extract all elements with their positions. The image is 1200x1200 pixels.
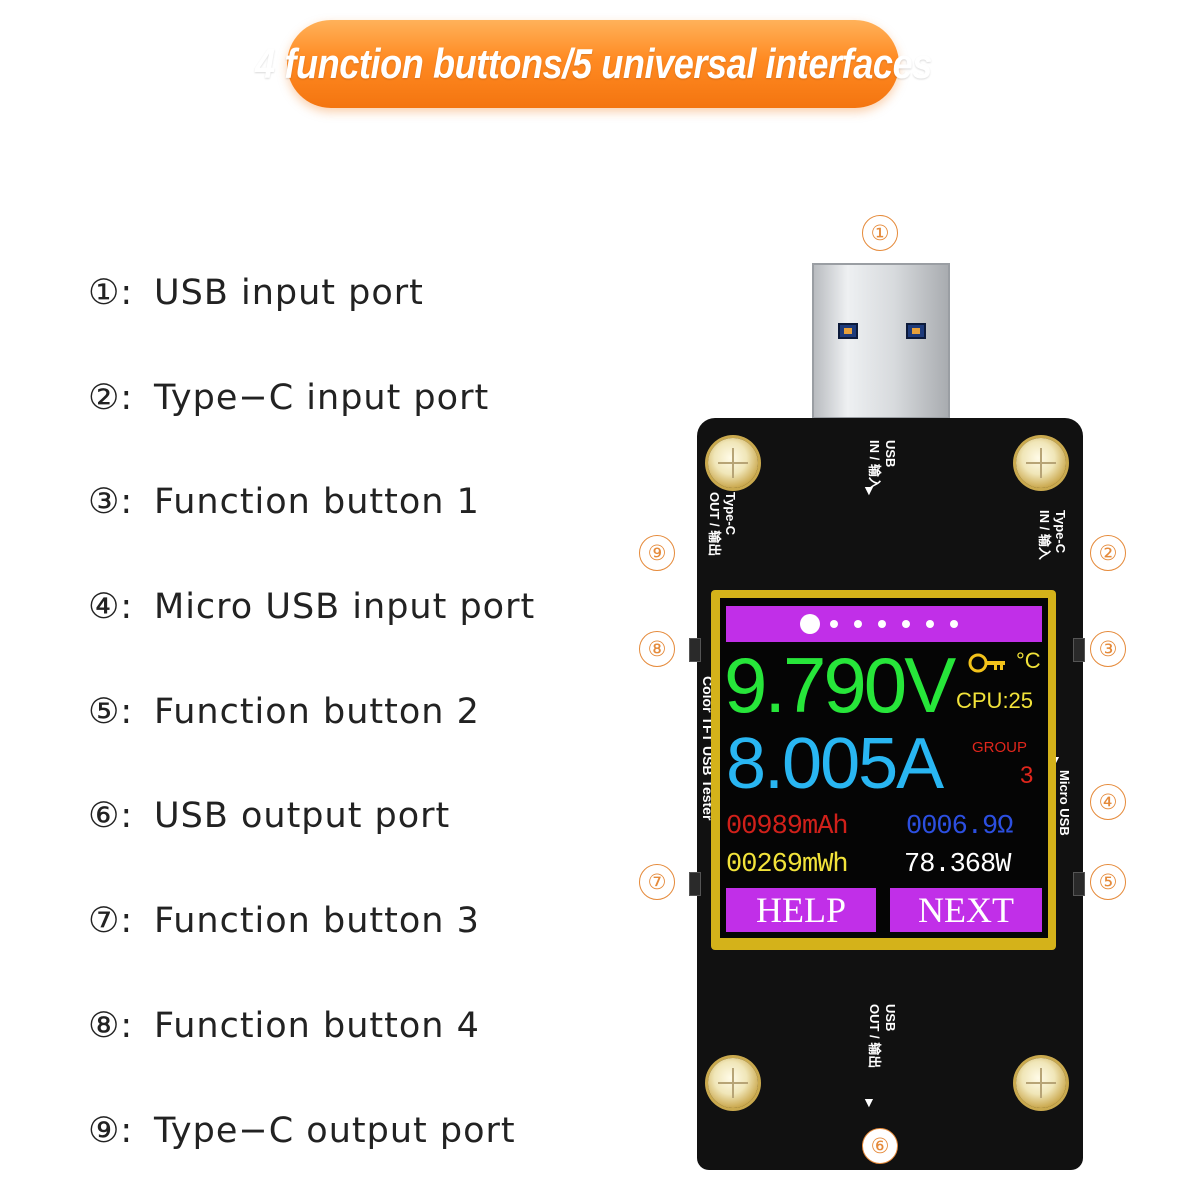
screw-icon — [1016, 1058, 1066, 1108]
group-label: GROUP — [972, 739, 1028, 756]
callout-3: ③ — [1090, 631, 1126, 667]
callout-1: ① — [862, 215, 898, 251]
voltage-readout: 9.790V — [724, 641, 956, 729]
callout-4: ④ — [1090, 784, 1126, 820]
legend-number: ⑧: — [88, 1006, 134, 1046]
legend-label: Micro USB input port — [154, 587, 536, 627]
capacity-readout: 00989mAh — [726, 812, 849, 842]
legend-item-7: ⑦: Function button 3 — [88, 896, 480, 946]
help-button[interactable]: HELP — [726, 888, 876, 932]
page-dot — [926, 620, 934, 628]
function-button-1[interactable] — [1073, 638, 1085, 662]
legend-number: ④: — [88, 587, 134, 627]
next-button[interactable]: NEXT — [890, 888, 1042, 932]
page-dot — [902, 620, 910, 628]
silk-usb-out-line1: USB — [883, 1004, 898, 1032]
silk-micro-usb: Micro USB — [1057, 770, 1072, 836]
silk-typec-out: Type-C OUT / 输出 — [706, 492, 738, 556]
silk-typec-in: Type-C IN / 输入 — [1036, 510, 1068, 560]
cpu-temperature: CPU:25 — [956, 688, 1034, 713]
function-button-3[interactable] — [689, 872, 701, 896]
silk-typec-in-line2: IN / 输入 — [1037, 510, 1052, 560]
legend-number: ⑥: — [88, 796, 134, 836]
legend-item-3: ③: Function button 1 — [88, 477, 480, 527]
power-readout: 78.368W — [904, 850, 1011, 880]
legend-item-8: ⑧: Function button 4 — [88, 1001, 480, 1051]
legend-number: ⑨: — [88, 1111, 134, 1151]
arrow-down-icon: ▼ — [862, 482, 876, 498]
legend-item-1: ①: USB input port — [88, 268, 424, 318]
legend-label: USB output port — [154, 796, 451, 836]
legend-item-9: ⑨: Type−C output port — [88, 1106, 516, 1156]
silk-typec-out-line1: Type-C — [723, 492, 738, 536]
legend-number: ⑤: — [88, 692, 134, 732]
silk-typec-in-line1: Type-C — [1053, 510, 1068, 554]
legend-item-5: ⑤: Function button 2 — [88, 687, 480, 737]
callout-8: ⑧ — [639, 631, 675, 667]
function-button-2[interactable] — [1073, 872, 1085, 896]
callout-6: ⑥ — [862, 1128, 898, 1164]
silk-usb-out-line2: OUT / 输出 — [867, 1004, 882, 1069]
legend-label: Function button 4 — [154, 1006, 480, 1046]
thermometer-key-icon — [968, 652, 1005, 673]
group-value: 3 — [1020, 762, 1034, 789]
legend-item-2: ②: Type−C input port — [88, 373, 489, 423]
legend-label: USB input port — [154, 273, 424, 313]
legend-number: ⑦: — [88, 901, 134, 941]
legend-number: ③: — [88, 482, 134, 522]
page-dot — [854, 620, 862, 628]
resistance-readout: 0006.9Ω — [906, 812, 1013, 842]
screw-icon — [708, 438, 758, 488]
silk-usb-out: USB OUT / 输出 — [866, 1004, 898, 1068]
page-dot — [830, 620, 838, 628]
silk-micro-usb-label: Micro USB — [1057, 770, 1072, 836]
temperature-unit: °C — [1016, 648, 1041, 673]
page-dot-active — [800, 614, 820, 634]
legend-item-4: ④: Micro USB input port — [88, 582, 535, 632]
legend-label: Type−C output port — [154, 1111, 516, 1151]
current-readout: 8.005A — [726, 724, 944, 804]
usb-a-plug — [812, 263, 950, 419]
title-banner: 4 function buttons/5 universal interface… — [255, 20, 932, 108]
screw-icon — [708, 1058, 758, 1108]
page-dot — [878, 620, 886, 628]
silk-usb-in-line1: USB — [883, 440, 898, 468]
callout-2: ② — [1090, 535, 1126, 571]
page-dot — [950, 620, 958, 628]
legend-label: Type−C input port — [154, 378, 490, 418]
legend-label: Function button 1 — [154, 482, 480, 522]
legend-label: Function button 3 — [154, 901, 480, 941]
page-indicator-bar — [726, 606, 1042, 642]
screw-icon — [1016, 438, 1066, 488]
tft-screen: 9.790V °C CPU:25 8.005A GROUP 3 00989mAh… — [720, 598, 1048, 938]
legend-number: ①: — [88, 273, 134, 313]
legend-number: ②: — [88, 378, 134, 418]
energy-readout: 00269mWh — [726, 850, 849, 880]
legend-label: Function button 2 — [154, 692, 480, 732]
function-button-4[interactable] — [689, 638, 701, 662]
arrow-down-icon: ▼ — [862, 1094, 876, 1110]
callout-7: ⑦ — [639, 864, 675, 900]
callout-9: ⑨ — [639, 535, 675, 571]
banner-title: 4 function buttons/5 universal interface… — [254, 40, 932, 87]
plug-contact-left — [838, 323, 858, 339]
legend-item-6: ⑥: USB output port — [88, 791, 450, 841]
silk-typec-out-line2: OUT / 输出 — [707, 492, 722, 557]
callout-5: ⑤ — [1090, 864, 1126, 900]
plug-contact-right — [906, 323, 926, 339]
